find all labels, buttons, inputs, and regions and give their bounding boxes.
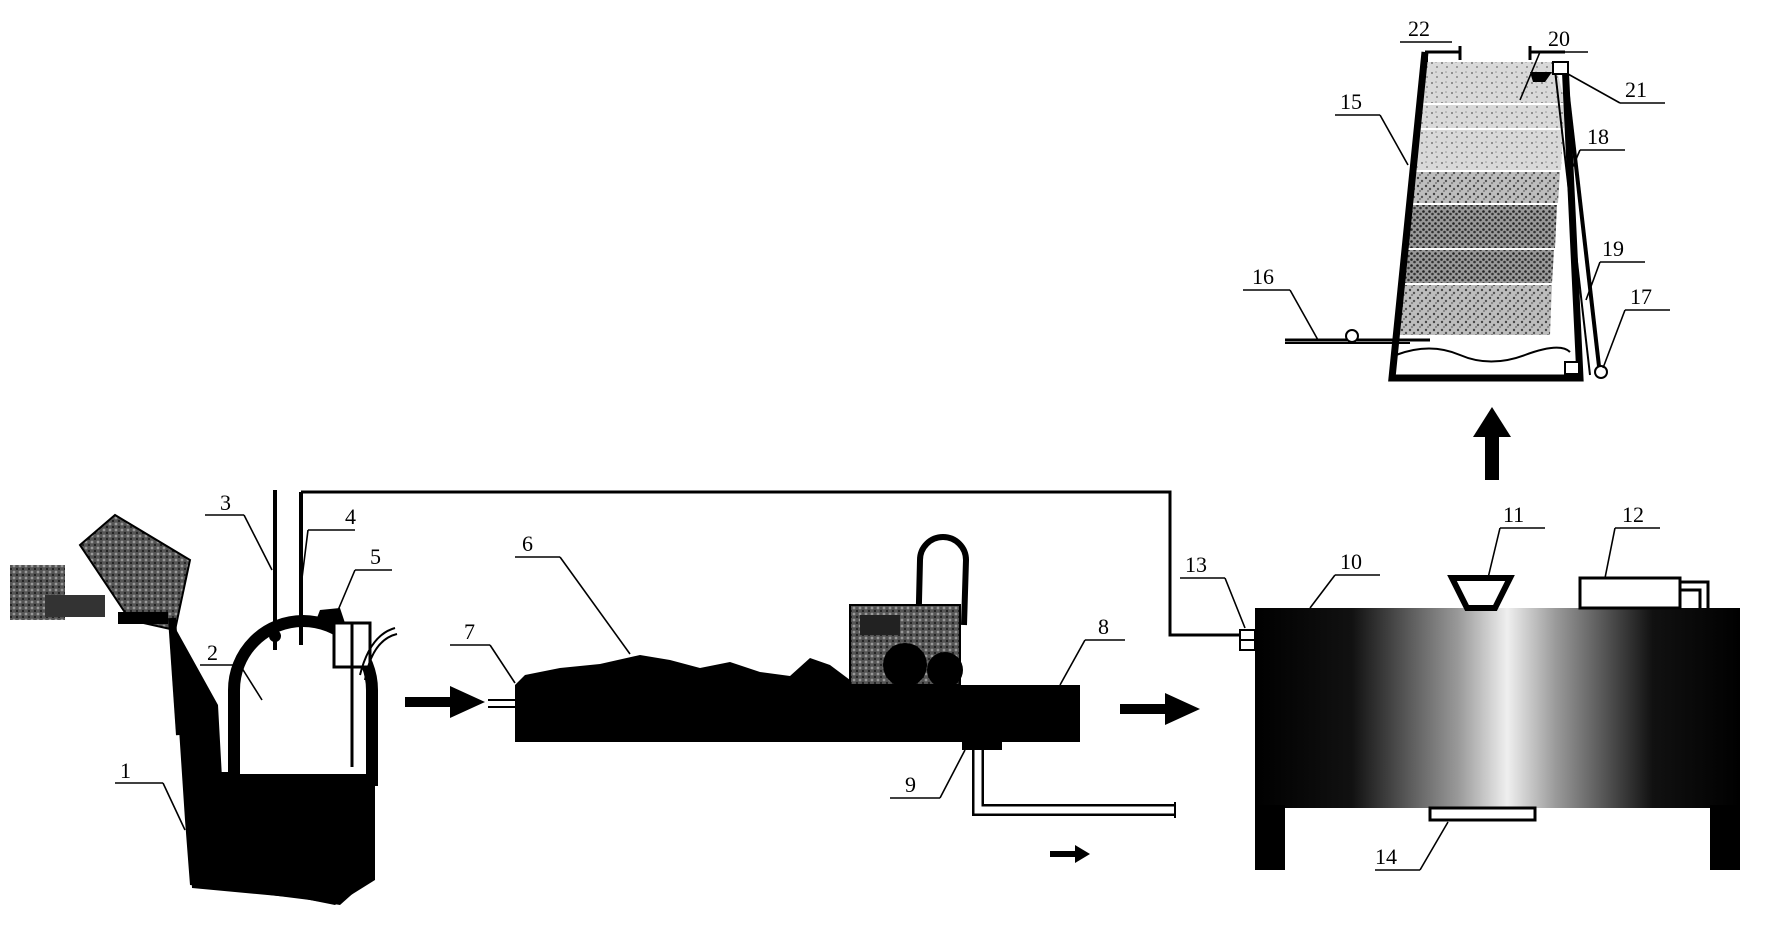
bed-8: [515, 685, 1080, 742]
inlet-pipe-16: [1285, 329, 1430, 344]
svg-text:10: 10: [1340, 549, 1362, 574]
label-3: 3: [205, 490, 273, 571]
svg-text:3: 3: [220, 490, 231, 515]
svg-text:20: 20: [1548, 26, 1570, 51]
svg-text:22: 22: [1408, 16, 1430, 41]
svg-text:1: 1: [120, 758, 131, 783]
loading-machine: [10, 513, 192, 736]
svg-text:6: 6: [522, 531, 533, 556]
box-12: [1578, 576, 1710, 610]
label-4: 4: [301, 504, 356, 579]
valve-21: [1552, 61, 1569, 75]
label-22: 22: [1400, 16, 1452, 43]
label-2: 2: [200, 640, 263, 701]
svg-text:15: 15: [1340, 89, 1362, 114]
label-7: 7: [450, 619, 516, 684]
unit-10: [1255, 608, 1740, 870]
label-10: 10: [1309, 549, 1380, 609]
svg-text:4: 4: [345, 504, 356, 529]
hopper-11: [1447, 575, 1515, 611]
pile-6: [515, 655, 880, 686]
label-6: 6: [515, 531, 631, 655]
label-14: 14: [1375, 821, 1449, 871]
svg-text:19: 19: [1602, 236, 1624, 261]
svg-text:21: 21: [1625, 77, 1647, 102]
svg-text:13: 13: [1185, 552, 1207, 577]
flow-arrow-up: [1473, 407, 1511, 480]
outlet-14: [1428, 806, 1537, 822]
label-19: 19: [1585, 236, 1645, 301]
label-11: 11: [1487, 502, 1545, 579]
pipe-18: [1554, 69, 1602, 376]
label-20: 20: [1519, 26, 1588, 101]
outlet-9: [962, 742, 1176, 818]
pipe-3: [269, 490, 281, 650]
label-18: 18: [1567, 124, 1625, 179]
svg-text:17: 17: [1630, 284, 1652, 309]
flow-arrow-2: [1120, 693, 1200, 725]
svg-text:12: 12: [1622, 502, 1644, 527]
flow-arrow-1: [405, 686, 485, 718]
svg-text:9: 9: [905, 772, 916, 797]
label-8: 8: [1059, 614, 1125, 686]
compactor: [849, 534, 970, 688]
label-12: 12: [1604, 502, 1660, 579]
port-13: [1239, 629, 1256, 651]
label-21: 21: [1567, 73, 1665, 104]
svg-text:5: 5: [370, 544, 381, 569]
svg-text:8: 8: [1098, 614, 1109, 639]
flow-arrow-3: [1050, 845, 1090, 863]
svg-text:7: 7: [464, 619, 475, 644]
label-15: 15: [1335, 89, 1409, 166]
svg-text:18: 18: [1587, 124, 1609, 149]
label-17: 17: [1602, 284, 1670, 369]
label-5: 5: [335, 544, 392, 616]
svg-text:2: 2: [207, 640, 218, 665]
svg-text:11: 11: [1503, 502, 1524, 527]
valve-17: [1564, 361, 1608, 379]
filter-column-15: [1388, 46, 1584, 382]
distributor-20: [1530, 72, 1552, 82]
label-9: 9: [890, 749, 966, 799]
gas-line: [301, 490, 1240, 637]
label-16: 16: [1243, 264, 1319, 341]
label-13: 13: [1180, 552, 1246, 629]
svg-text:16: 16: [1252, 264, 1274, 289]
svg-text:14: 14: [1375, 844, 1397, 869]
label-1: 1: [115, 758, 186, 831]
inlet-7: [488, 699, 515, 708]
